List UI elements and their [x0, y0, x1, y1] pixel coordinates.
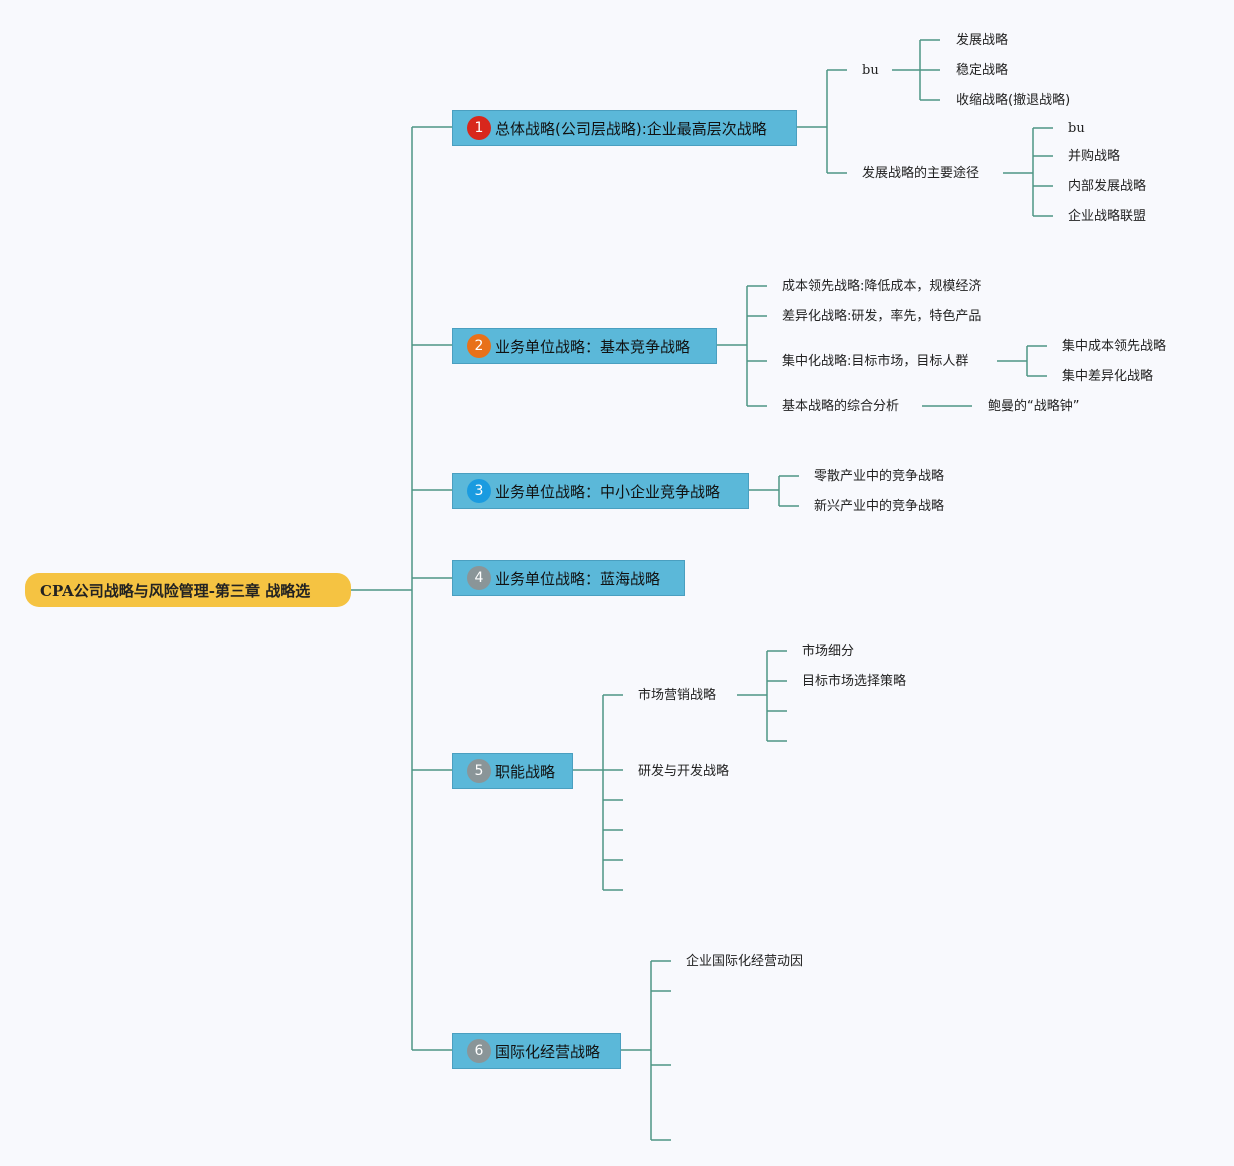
topic-merger-strategy[interactable]: 并购战略 [1068, 149, 1121, 164]
branch-label: 业务单位战略：蓝海战略 [495, 569, 661, 588]
topic-bu[interactable]: bu [862, 63, 879, 78]
topic-target-market-selection[interactable]: 目标市场选择策略 [802, 674, 907, 689]
branch-functional-strategy[interactable]: 5 职能战略 [452, 753, 573, 789]
topic-strategy-clock[interactable]: 鲍曼的“战略钟” [988, 399, 1080, 414]
topic-strategic-alliance[interactable]: 企业战略联盟 [1068, 209, 1147, 224]
topic-marketing-strategy[interactable]: 市场营销战略 [638, 688, 717, 703]
branch-overall-strategy[interactable]: 1 总体战略(公司层战略):企业最高层次战略 [452, 110, 797, 146]
topic-emerging-industry[interactable]: 新兴产业中的竞争战略 [814, 499, 945, 514]
number-2-icon: 2 [467, 334, 491, 358]
branch-label: 总体战略(公司层战略):企业最高层次战略 [495, 119, 767, 138]
topic-differentiation[interactable]: 差异化战略:研发，率先，特色产品 [782, 309, 982, 324]
number-1-icon: 1 [467, 116, 491, 140]
topic-internal-development[interactable]: 内部发展战略 [1068, 179, 1147, 194]
branch-basic-competitive-strategy[interactable]: 2 业务单位战略：基本竞争战略 [452, 328, 717, 364]
branch-sme-competitive-strategy[interactable]: 3 业务单位战略：中小企业竞争战略 [452, 473, 749, 509]
topic-focused-cost-leadership[interactable]: 集中成本领先战略 [1062, 339, 1167, 354]
topic-development-paths[interactable]: 发展战略的主要途径 [862, 166, 980, 181]
topic-market-segmentation[interactable]: 市场细分 [802, 644, 855, 659]
topic-stability-strategy[interactable]: 稳定战略 [956, 63, 1009, 78]
number-4-icon: 4 [467, 566, 491, 590]
topic-focus-strategy[interactable]: 集中化战略:目标市场，目标人群 [782, 354, 969, 369]
topic-internationalization-motives[interactable]: 企业国际化经营动因 [686, 954, 804, 969]
branch-label: 国际化经营战略 [495, 1042, 601, 1061]
number-5-icon: 5 [467, 759, 491, 783]
branch-international-strategy[interactable]: 6 国际化经营战略 [452, 1033, 621, 1069]
branch-label: 职能战略 [495, 762, 556, 781]
topic-focused-differentiation[interactable]: 集中差异化战略 [1062, 369, 1154, 384]
topic-bu-2[interactable]: bu [1068, 121, 1085, 136]
number-3-icon: 3 [467, 479, 491, 503]
topic-rd-strategy[interactable]: 研发与开发战略 [638, 764, 730, 779]
topic-strategy-analysis[interactable]: 基本战略的综合分析 [782, 399, 900, 414]
topic-retrenchment-strategy[interactable]: 收缩战略(撤退战略) [956, 93, 1071, 108]
number-6-icon: 6 [467, 1039, 491, 1063]
branch-blue-ocean-strategy[interactable]: 4 业务单位战略：蓝海战略 [452, 560, 685, 596]
root-topic[interactable]: CPA公司战略与风险管理-第三章 战略选 [25, 573, 351, 607]
branch-label: 业务单位战略：中小企业竞争战略 [495, 482, 721, 501]
branch-label: 业务单位战略：基本竞争战略 [495, 337, 691, 356]
topic-cost-leadership[interactable]: 成本领先战略:降低成本，规模经济 [782, 279, 982, 294]
topic-fragmented-industry[interactable]: 零散产业中的竞争战略 [814, 469, 945, 484]
topic-development-strategy[interactable]: 发展战略 [956, 33, 1009, 48]
